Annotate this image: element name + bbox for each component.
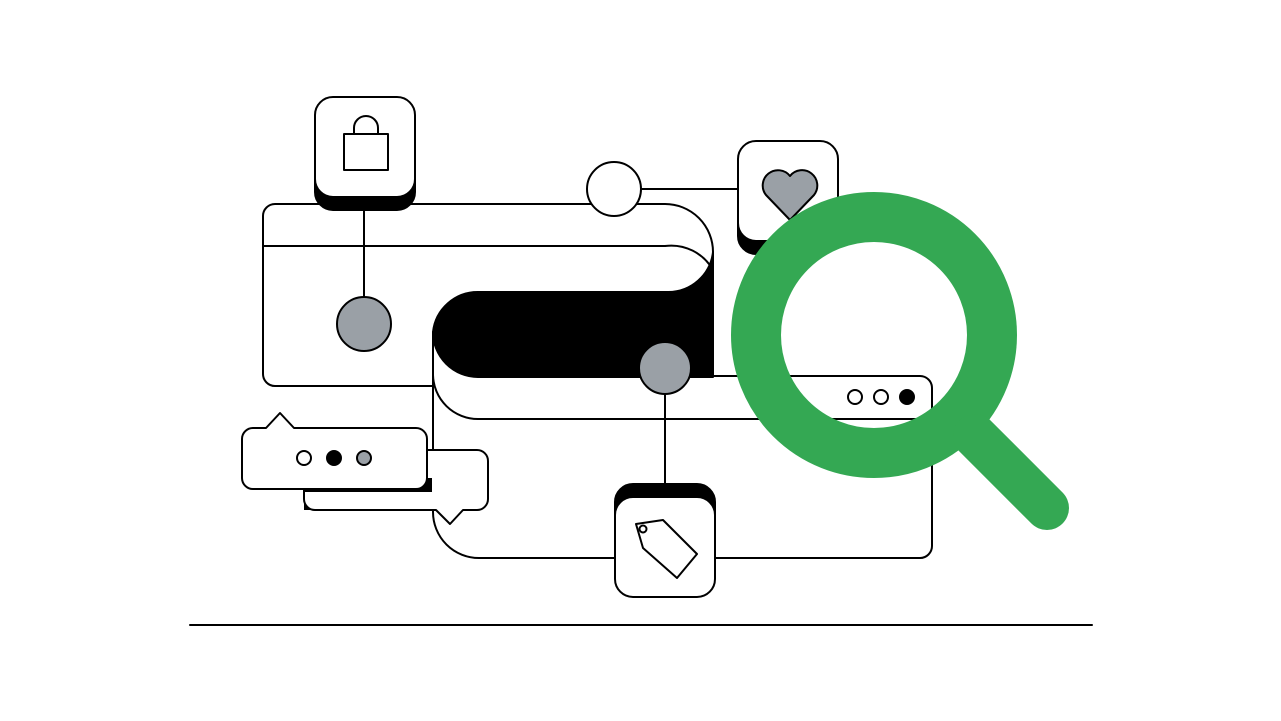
heart-icon <box>761 169 819 221</box>
node-circle-gray-left <box>336 296 392 352</box>
window-dot-filled <box>899 389 915 405</box>
shopping-bag-tile <box>314 96 416 211</box>
node-circle-white <box>586 161 642 217</box>
ribbon-shape <box>432 251 714 378</box>
price-tag-tile <box>614 483 716 598</box>
shopping-bag-icon <box>343 115 389 171</box>
window-dot-empty-1 <box>847 389 863 405</box>
chat-bubble-icon <box>240 412 489 525</box>
node-circle-gray-center <box>638 341 692 395</box>
front-window <box>432 331 933 559</box>
price-tag-icon <box>635 519 698 579</box>
magnifying-glass-icon <box>731 192 1069 530</box>
window-dot-empty-2 <box>873 389 889 405</box>
